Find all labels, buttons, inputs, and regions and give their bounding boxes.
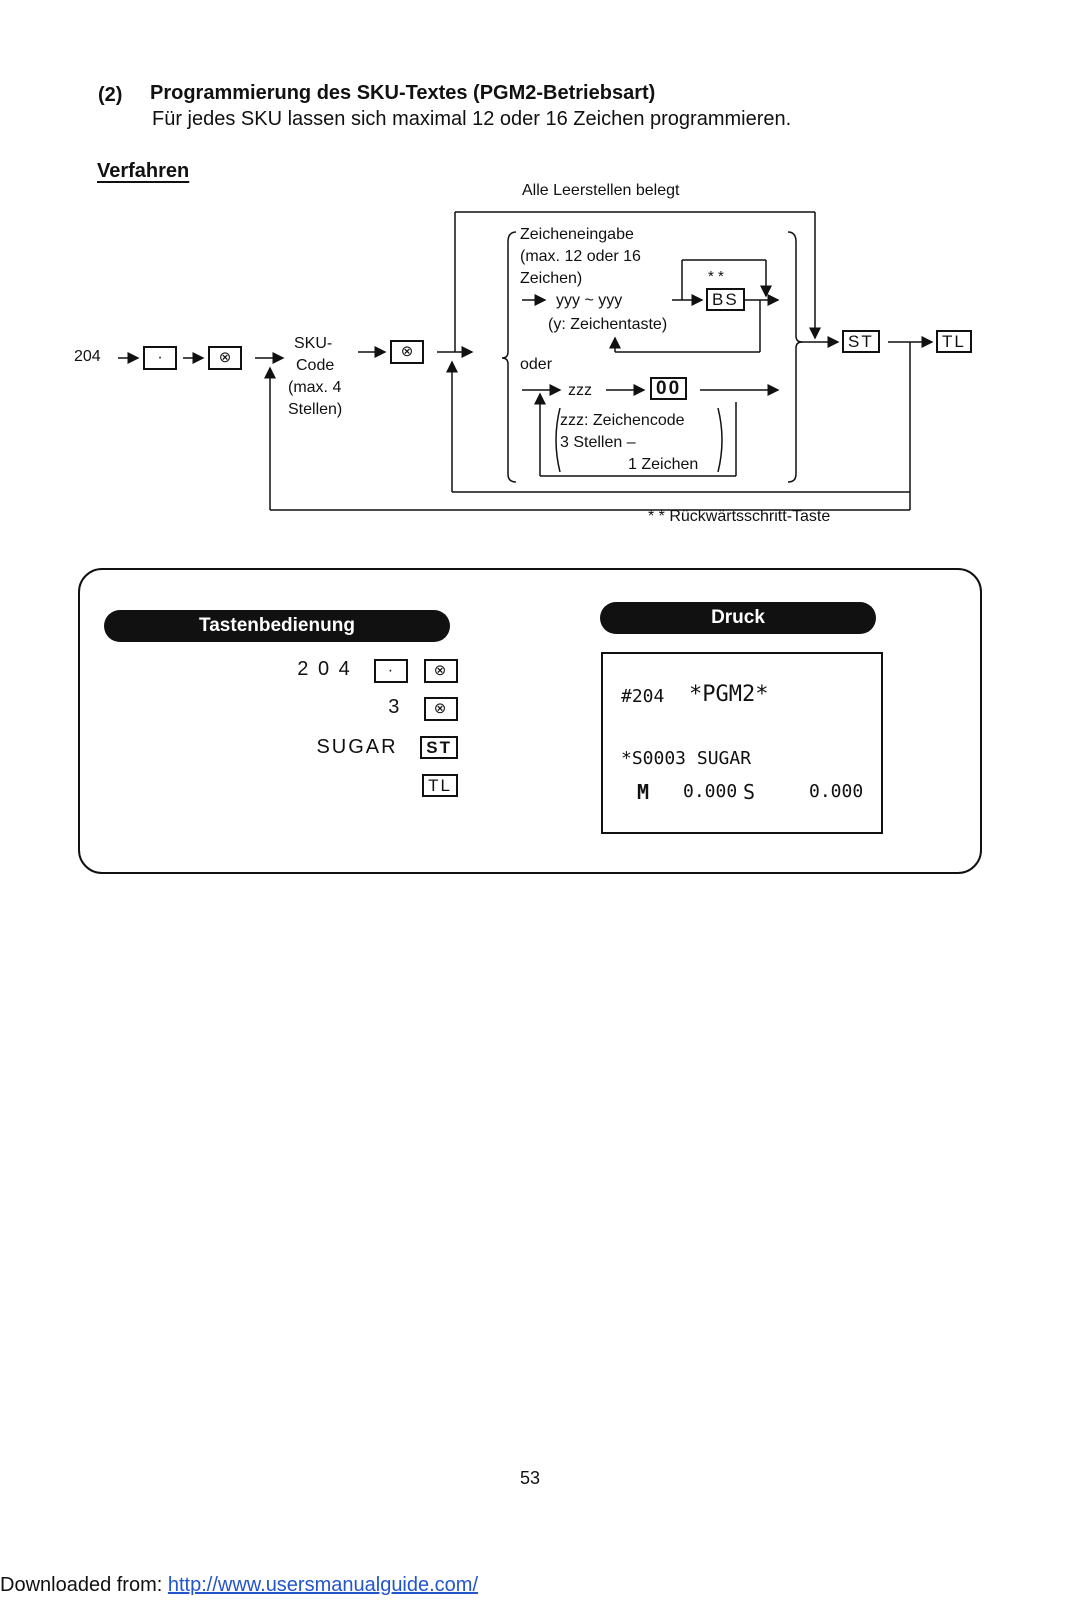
op-row-2: 3 ⊗ [388,696,458,721]
op-row-1: 2 0 4 · ⊗ [297,658,458,683]
procedure-heading: Verfahren [97,160,190,182]
section-subtitle: Für jedes SKU lassen sich maximal 12 ode… [152,108,792,130]
st-key: ST [420,736,458,759]
op-row-3: SUGAR ST [316,736,458,759]
zzz-label: zzz [568,382,592,399]
st-key-diagram: ST [842,330,880,353]
dot-key-diagram: · [143,346,177,370]
section-title: Programmierung des SKU-Textes (PGM2-Betr… [150,82,656,104]
dot-key: · [374,659,409,683]
footer-link[interactable]: http://www.usersmanualguide.com/ [167,1574,479,1596]
y-note: (y: Zeichentaste) [548,316,668,333]
tl-key: TL [422,774,458,797]
stars-marker: * * [708,268,724,285]
section-number: (2) [98,84,123,106]
x-key: ⊗ [424,697,458,721]
receipt-val1: 0.000 [683,781,738,802]
tl-key-diagram: TL [936,330,972,353]
bs-key-diagram: BS [706,288,745,311]
char-entry-label: Zeicheneingabe (max. 12 oder 16 Zeichen) [520,226,641,287]
receipt-val2: 0.000 [809,781,864,802]
footer-label: Downloaded from: [0,1574,163,1596]
full-slots-label: Alle Leerstellen belegt [522,182,680,199]
x-key-diagram-2: ⊗ [390,340,424,364]
x-key: ⊗ [424,659,458,683]
sku-code-label: SKU- Code (max. 4 Stellen) [288,335,343,418]
receipt-code: #204 [621,686,665,707]
download-footer: Downloaded from: http://www.usersmanualg… [0,1574,478,1597]
start-code: 204 [74,348,101,365]
print-heading: Druck [600,602,876,634]
page-number: 53 [520,1468,541,1488]
receipt-sku-line: *S0003 SUGAR [621,748,752,769]
ops-heading: Tastenbedienung [104,610,450,642]
receipt: #204 *PGM2* *S0003 SUGAR M 0.000 S 0.000 [601,652,883,834]
receipt-m: M [637,780,650,804]
receipt-mode: *PGM2* [689,682,769,707]
zzz-note: zzz: Zeichencode 3 Stellen – 1 Zeichen [560,412,699,473]
flowchart-lines [118,211,934,511]
oder-label: oder [520,356,553,373]
yyy-expression: yyy ~ yyy [556,292,623,309]
op-row-4: TL [422,774,458,797]
footnote: * * Rückwärtsschritt-Taste [648,508,831,525]
x-key-diagram: ⊗ [208,346,242,370]
example-panel: Tastenbedienung Druck 2 0 4 · ⊗ 3 ⊗ SUGA… [78,568,982,874]
receipt-s: S [743,780,756,804]
key-00-diagram: 00 [650,377,688,400]
